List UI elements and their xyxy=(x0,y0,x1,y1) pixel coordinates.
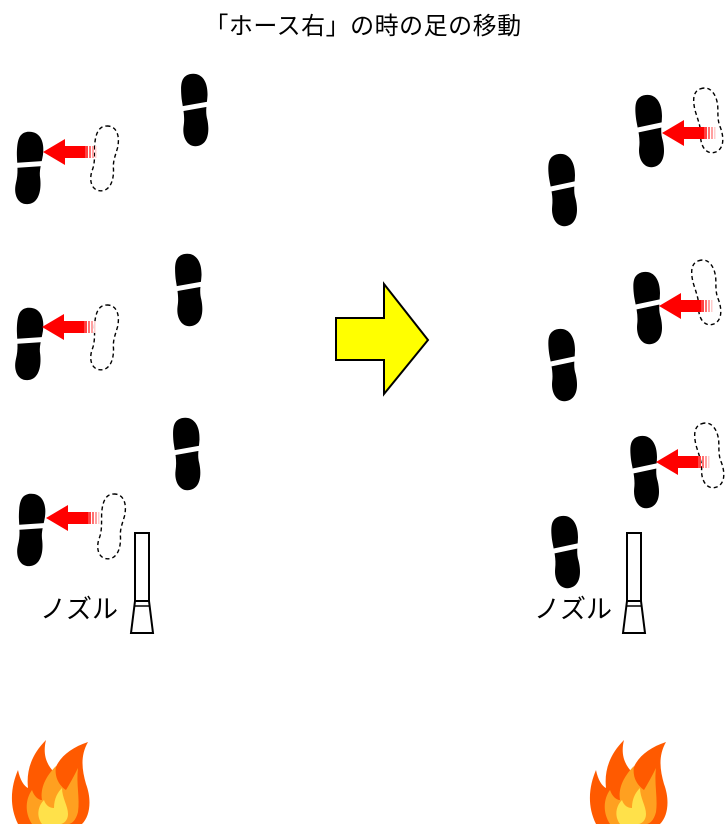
dashed-footprint-icon xyxy=(94,491,129,562)
dashed-footprint-icon xyxy=(87,302,122,373)
footprint-icon xyxy=(626,434,663,510)
footprint-icon xyxy=(170,417,203,491)
red-arrow-left-icon xyxy=(46,505,100,531)
footprint-icon xyxy=(547,514,584,590)
transition-arrow xyxy=(335,281,430,397)
footprint-icon xyxy=(10,130,47,206)
left-panel: ノズル xyxy=(10,73,211,824)
nozzle-label: ノズル xyxy=(534,595,612,625)
dashed-footprint-icon xyxy=(690,85,726,156)
footprint-icon xyxy=(629,270,666,346)
nozzle-label: ノズル xyxy=(40,595,118,625)
dashed-footprint-icon xyxy=(691,420,726,491)
right-panel: ノズル xyxy=(534,85,726,824)
footprint-icon xyxy=(172,253,205,327)
nozzle-icon xyxy=(130,532,154,634)
footprint-icon xyxy=(178,73,211,147)
yellow-arrow-right-icon xyxy=(335,281,430,397)
nozzle-icon xyxy=(622,532,646,634)
dashed-footprint-icon xyxy=(688,257,725,328)
footprint-icon xyxy=(12,492,49,568)
fire-icon xyxy=(589,740,668,824)
red-arrow-left-icon xyxy=(662,120,716,146)
dashed-footprint-icon xyxy=(87,123,122,194)
red-arrow-left-icon xyxy=(43,139,97,165)
footprint-icon xyxy=(544,327,581,403)
red-arrow-left-icon xyxy=(659,293,713,319)
page-title: 「ホース右」の時の足の移動 xyxy=(204,12,522,40)
footprint-icon xyxy=(544,152,581,228)
red-arrow-left-icon xyxy=(42,314,96,340)
fire-icon xyxy=(11,740,90,824)
footprint-icon xyxy=(10,306,47,382)
footprint-icon xyxy=(631,93,668,169)
